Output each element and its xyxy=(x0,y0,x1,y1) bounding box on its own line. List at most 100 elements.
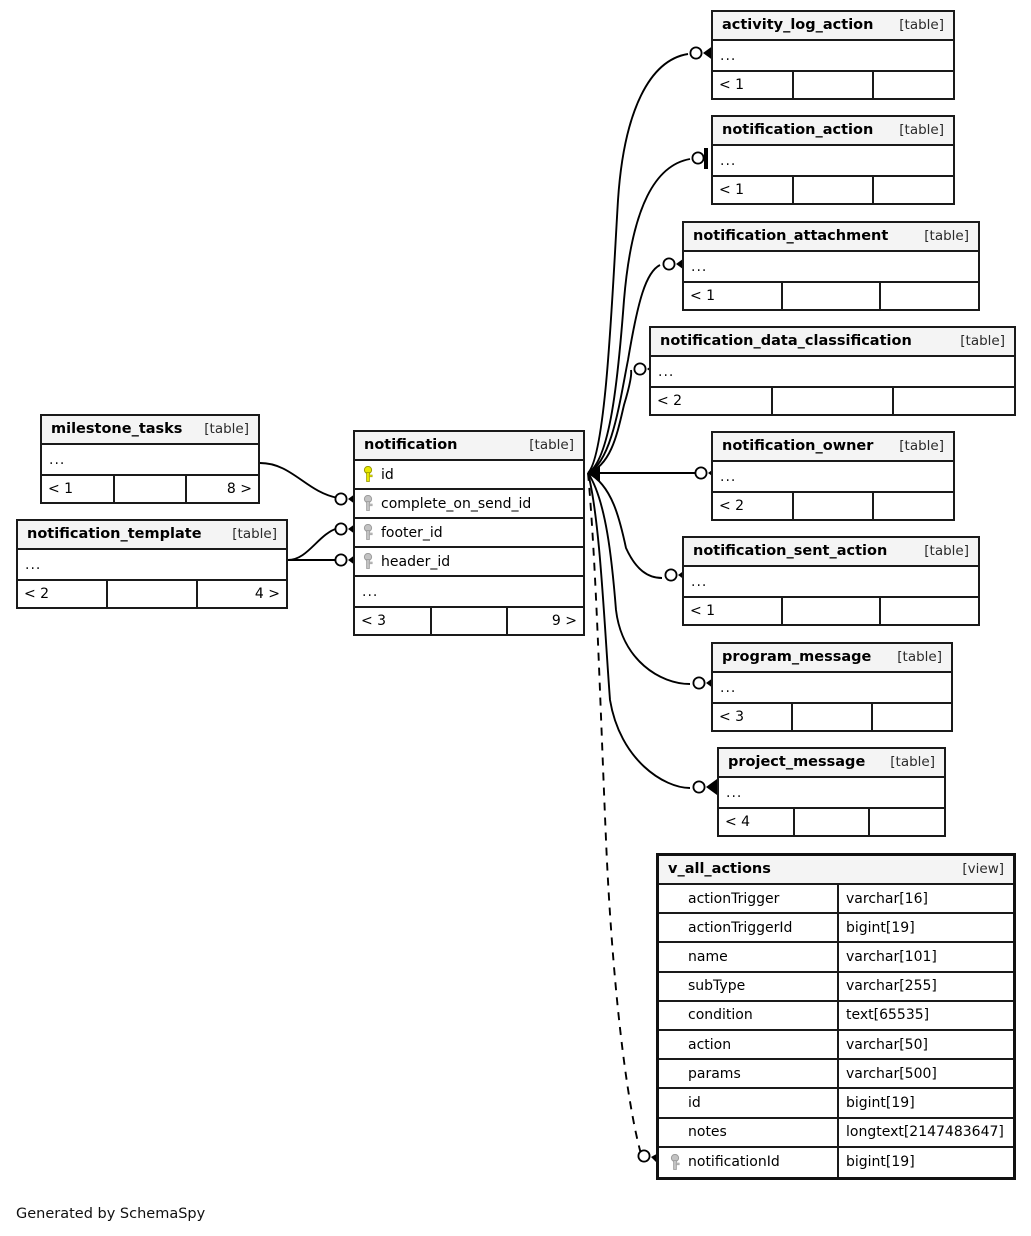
footer-incoming-count: < 1 xyxy=(42,476,115,502)
columns-ellipsis: ... xyxy=(658,363,675,380)
entity-footer: < 2 4 > xyxy=(18,579,286,607)
primary-key-icon xyxy=(362,466,375,483)
footer-incoming-count: < 1 xyxy=(713,177,794,203)
footer-outgoing-count xyxy=(881,283,978,309)
entity-header: notification [table] xyxy=(355,432,583,461)
entity-body: ... xyxy=(684,252,978,281)
entity-footer: < 1 xyxy=(684,596,978,624)
columns-ellipsis: ... xyxy=(720,152,737,169)
connector-circle-template-footer xyxy=(334,522,348,536)
edge-notification-project-message xyxy=(587,472,691,789)
entity-project-message[interactable]: project_message [table] ... < 4 xyxy=(717,747,946,837)
view-column-type-cell: bigint[19] xyxy=(846,919,915,936)
entity-footer: < 1 xyxy=(713,70,953,98)
generated-by-note: Generated by SchemaSpy xyxy=(16,1206,206,1222)
edge-milestone-tasks-notification xyxy=(259,462,339,499)
column-row-id[interactable]: id xyxy=(355,461,583,490)
columns-ellipsis: ... xyxy=(691,258,708,275)
view-column-type-cell: varchar[16] xyxy=(846,890,928,907)
column-label: subType xyxy=(688,978,746,995)
one-bar-notification-action xyxy=(704,148,708,169)
column-label: condition xyxy=(688,1007,753,1024)
entity-title: notification_owner xyxy=(722,438,874,454)
footer-incoming-count: < 2 xyxy=(651,388,773,414)
entity-kind-badge: [table] xyxy=(897,649,942,665)
view-column-row-id[interactable]: id bigint[19] xyxy=(659,1089,1013,1119)
columns-ellipsis: ... xyxy=(25,556,42,573)
entity-footer: < 4 xyxy=(719,807,944,835)
entity-kind-badge: [table] xyxy=(529,437,574,453)
footer-middle xyxy=(432,608,509,634)
footer-middle xyxy=(793,704,873,730)
entity-notification-data-classification[interactable]: notification_data_classification [table]… xyxy=(649,326,1016,416)
entity-title: notification_sent_action xyxy=(693,543,888,559)
entity-notification-owner[interactable]: notification_owner [table] ... < 2 xyxy=(711,431,955,521)
entity-notification-action[interactable]: notification_action [table] ... < 1 xyxy=(711,115,955,205)
column-row-header-id[interactable]: header_id xyxy=(355,548,583,577)
footer-middle xyxy=(773,388,895,414)
entity-activity-log-action[interactable]: activity_log_action [table] ... < 1 xyxy=(711,10,955,100)
foreign-key-icon xyxy=(362,495,375,512)
view-column-row-subtype[interactable]: subType varchar[255] xyxy=(659,972,1013,1002)
footer-incoming-count: < 1 xyxy=(684,283,783,309)
view-column-row-notes[interactable]: notes longtext[2147483647] xyxy=(659,1118,1013,1148)
entity-kind-badge: [table] xyxy=(899,17,944,33)
view-column-row-actiontriggerid[interactable]: actionTriggerId bigint[19] xyxy=(659,914,1013,944)
entity-body: ... xyxy=(42,445,258,474)
entity-kind-badge: [table] xyxy=(890,754,935,770)
entity-kind-badge: [table] xyxy=(924,228,969,244)
entity-header: milestone_tasks [table] xyxy=(42,416,258,445)
entity-footer: < 1 xyxy=(713,175,953,203)
connector-circle-project-message xyxy=(692,780,706,794)
entity-notification-template[interactable]: notification_template [table] ... < 2 4 … xyxy=(16,519,288,609)
view-column-name-cell: name xyxy=(659,943,839,971)
entity-notification[interactable]: notification [table] id xyxy=(353,430,585,636)
entity-program-message[interactable]: program_message [table] ... < 3 xyxy=(711,642,953,732)
entity-v-all-actions[interactable]: v_all_actions [view] actionTrigger varch… xyxy=(656,853,1016,1180)
footer-incoming-count: < 3 xyxy=(713,704,793,730)
view-column-type-cell: longtext[2147483647] xyxy=(846,1124,1004,1141)
column-label: name xyxy=(688,948,728,965)
entity-title: v_all_actions xyxy=(668,861,771,877)
footer-outgoing-count xyxy=(873,704,951,730)
column-label: header_id xyxy=(381,553,451,570)
view-column-row-name[interactable]: name varchar[101] xyxy=(659,943,1013,973)
view-column-row-params[interactable]: params varchar[500] xyxy=(659,1060,1013,1090)
entity-body: ... xyxy=(713,146,953,175)
footer-outgoing-count xyxy=(881,598,978,624)
entity-notification-sent-action[interactable]: notification_sent_action [table] ... < 1 xyxy=(682,536,980,626)
entity-kind-badge: [table] xyxy=(899,122,944,138)
entity-title: project_message xyxy=(728,754,866,770)
column-label: id xyxy=(688,1094,701,1111)
entity-notification-attachment[interactable]: notification_attachment [table] ... < 1 xyxy=(682,221,980,311)
column-label: action xyxy=(688,1036,732,1053)
entity-kind-badge: [table] xyxy=(204,421,249,437)
footer-middle xyxy=(783,598,882,624)
entity-header: notification_data_classification [table] xyxy=(651,328,1014,357)
edge-notification-template-notification-footer xyxy=(287,527,339,561)
footer-outgoing-count xyxy=(894,388,1014,414)
view-column-row-condition[interactable]: condition text[65535] xyxy=(659,1001,1013,1031)
view-column-row-action[interactable]: action varchar[50] xyxy=(659,1030,1013,1061)
connector-circle-notification-action xyxy=(691,151,705,165)
footer-incoming-count: < 2 xyxy=(713,493,794,519)
connector-circle-template-header xyxy=(334,553,348,567)
entity-header: notification_sent_action [table] xyxy=(684,538,978,567)
view-column-row-notificationid[interactable]: notificationId bigint[19] xyxy=(659,1147,1013,1177)
footer-incoming-count: < 3 xyxy=(355,608,432,634)
view-column-row-actiontrigger[interactable]: actionTrigger varchar[16] xyxy=(659,885,1013,915)
entity-title: activity_log_action xyxy=(722,17,874,33)
edge-notification-notification-action xyxy=(587,158,691,474)
columns-ellipsis: ... xyxy=(720,468,737,485)
footer-outgoing-count: 9 > xyxy=(551,613,578,629)
column-row-footer-id[interactable]: footer_id xyxy=(355,519,583,548)
entity-body: ... xyxy=(713,41,953,70)
entity-title: notification_attachment xyxy=(693,228,889,244)
footer-outgoing-count: 8 > xyxy=(226,481,253,497)
column-row-complete-on-send-id[interactable]: complete_on_send_id xyxy=(355,490,583,519)
entity-milestone-tasks[interactable]: milestone_tasks [table] ... < 1 8 > xyxy=(40,414,260,504)
entity-header: activity_log_action [table] xyxy=(713,12,953,41)
footer-incoming-count: < 1 xyxy=(684,598,783,624)
connector-circle-notification-sent-action xyxy=(664,568,678,582)
